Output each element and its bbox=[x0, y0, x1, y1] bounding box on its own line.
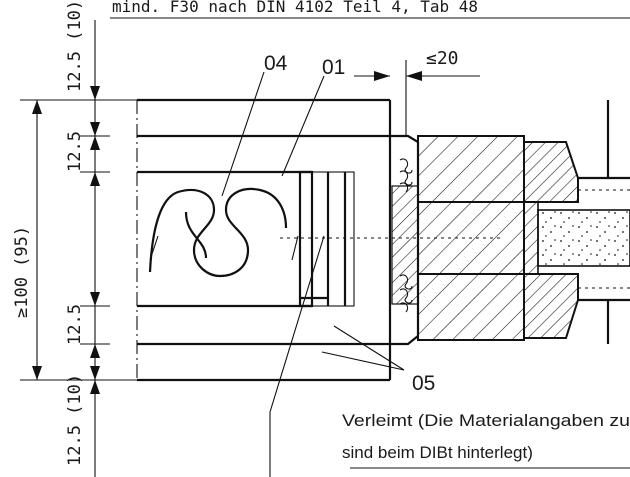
timber-block bbox=[417, 135, 525, 341]
callout-04: 04 bbox=[264, 52, 288, 75]
dim-bottom-label: 12.5 (10) bbox=[65, 374, 85, 466]
dim-upper-label: 12.5 bbox=[65, 131, 85, 172]
callout-01: 01 bbox=[322, 56, 345, 79]
dim-lower-label: 12.5 bbox=[65, 304, 85, 345]
dim-top-label: 12.5 (10) bbox=[65, 0, 85, 92]
header-text: mind. F30 nach DIN 4102 Teil 4, Tab 48 bbox=[112, 0, 478, 16]
leader-lines bbox=[221, 71, 405, 477]
gap-label: ≤20 bbox=[426, 48, 459, 69]
dim-overall-label: ≥100 (95) bbox=[12, 226, 32, 318]
callout-05: 05 bbox=[412, 372, 435, 395]
gap-dimension bbox=[354, 60, 480, 136]
intumescent-strip bbox=[148, 187, 288, 278]
note-line2: sind beim DIBt hinterlegt) bbox=[342, 443, 533, 462]
note-line1: Verleimt (Die Materialangaben zu bbox=[342, 411, 630, 430]
door-leaf bbox=[523, 100, 630, 344]
gasket bbox=[390, 134, 420, 346]
door-frame bbox=[136, 98, 392, 382]
